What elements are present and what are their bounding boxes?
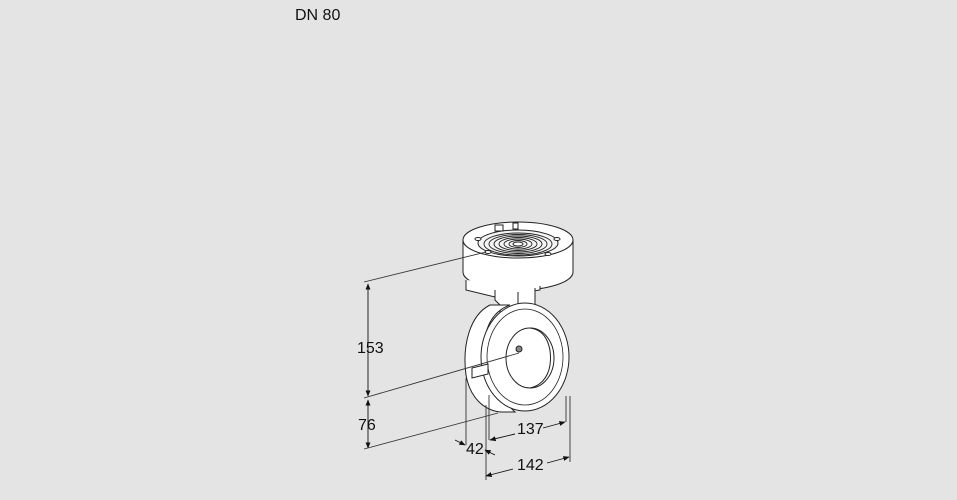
dimension-153: 153 — [357, 340, 384, 357]
valve-body — [464, 302, 570, 413]
dimension-76: 76 — [358, 417, 376, 434]
dimension-42: 42 — [466, 441, 484, 458]
dimension-lines — [363, 251, 571, 480]
dimension-137: 137 — [517, 421, 544, 438]
drawing-title: DN 80 — [295, 7, 341, 24]
dimension-142: 142 — [517, 457, 544, 474]
dimension-arrows — [365, 283, 570, 478]
actuator-head — [462, 221, 574, 291]
